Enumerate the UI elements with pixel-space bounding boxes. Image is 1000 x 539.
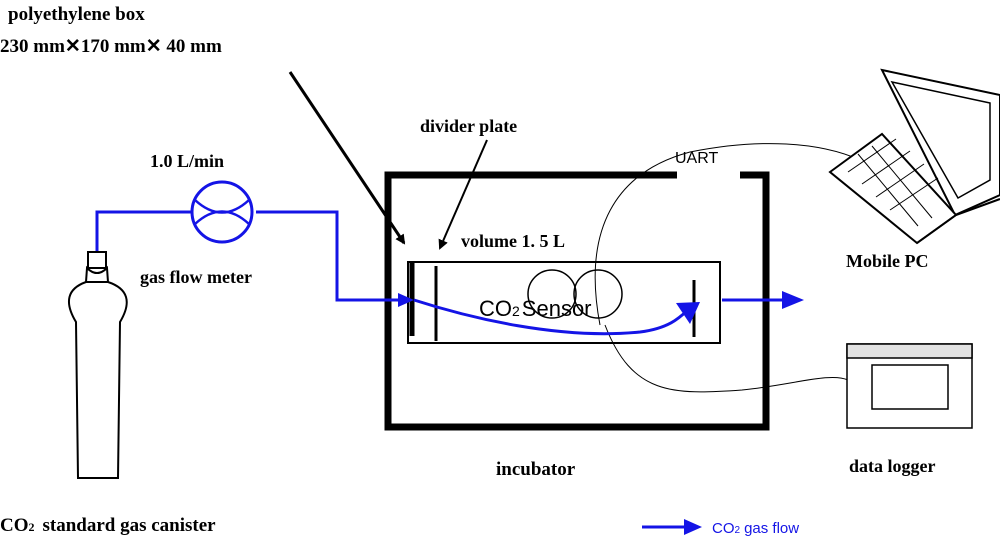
gas-flow-meter-arc-bottom [194,210,250,225]
legend-co-text: CO [712,520,735,537]
canister-rest-text: standard gas canister [43,515,217,536]
sensor-name-text: Sensor [522,296,592,321]
box-dimensions-label: 230 mm✕170 mm✕ 40 mm [0,36,222,57]
canister-label: CO2 standard gas canister [0,515,216,536]
gas-flow-meter-label: gas flow meter [140,267,252,287]
volume-label: volume 1. 5 L [461,231,565,251]
divider-plate-pointer [438,139,488,250]
gas-tube [95,210,400,302]
sensor-circle-right [573,269,623,319]
legend-arrowhead [684,519,702,535]
gas-outlet-arrowhead [782,291,804,309]
flow-rate-label: 1.0 L/min [150,151,224,171]
sensor-circle-left [527,269,577,319]
data-logger-cable [604,324,849,393]
gas-flow-curve [413,298,691,336]
gas-inlet-arrowhead [398,293,414,307]
data-logger-icon [846,343,973,429]
gas-canister [67,251,128,479]
data-logger-label: data logger [849,456,935,476]
legend-co-subscript: 2 [735,525,741,536]
legend-text: gas flow [744,520,799,537]
uart-cable [594,143,861,326]
sensor-co-subscript: 2 [512,303,520,319]
laptop-icon [828,68,1000,245]
mobile-pc-label: Mobile PC [846,251,929,271]
incubator-label: incubator [496,459,576,480]
gas-flow-curve-arrowhead [676,302,700,324]
divider-plate-label: divider plate [420,116,517,136]
polyethylene-box-label: polyethylene box [8,4,145,25]
sensor-co-text: CO [479,296,512,321]
sensor-label: CO2Sensor [479,296,592,321]
uart-label: UART [675,150,718,167]
canister-co-text: CO [0,515,29,536]
canister-co-subscript: 2 [29,520,35,534]
